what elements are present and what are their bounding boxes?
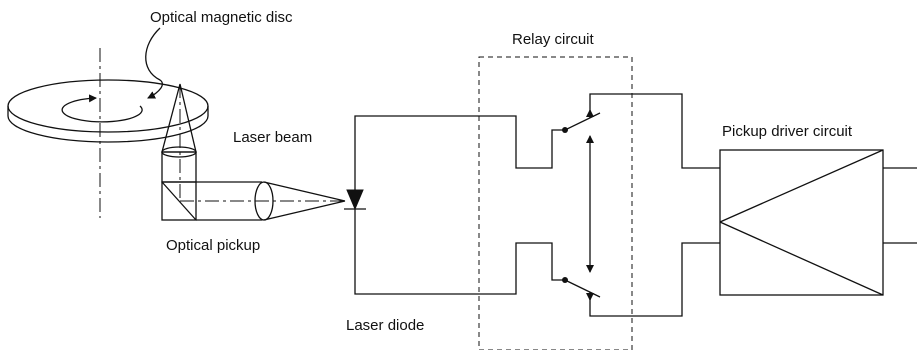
relay-circuit	[478, 56, 633, 350]
optical-pickup	[161, 83, 346, 221]
laser-diode-label: Laser diode	[346, 317, 425, 334]
laser-diode-symbol	[344, 189, 366, 211]
circuit-wiring	[354, 93, 917, 317]
pickup-driver-circuit	[719, 149, 884, 296]
relay-label: Relay circuit	[512, 31, 594, 48]
disc-leader	[145, 27, 163, 99]
laser-beam-label: Laser beam	[233, 129, 313, 146]
optical-pickup-label: Optical pickup	[166, 237, 261, 254]
optical-magnetic-disc	[7, 48, 209, 218]
disc-label: Optical magnetic disc	[150, 9, 293, 26]
pickup-driver-label: Pickup driver circuit	[722, 123, 853, 140]
